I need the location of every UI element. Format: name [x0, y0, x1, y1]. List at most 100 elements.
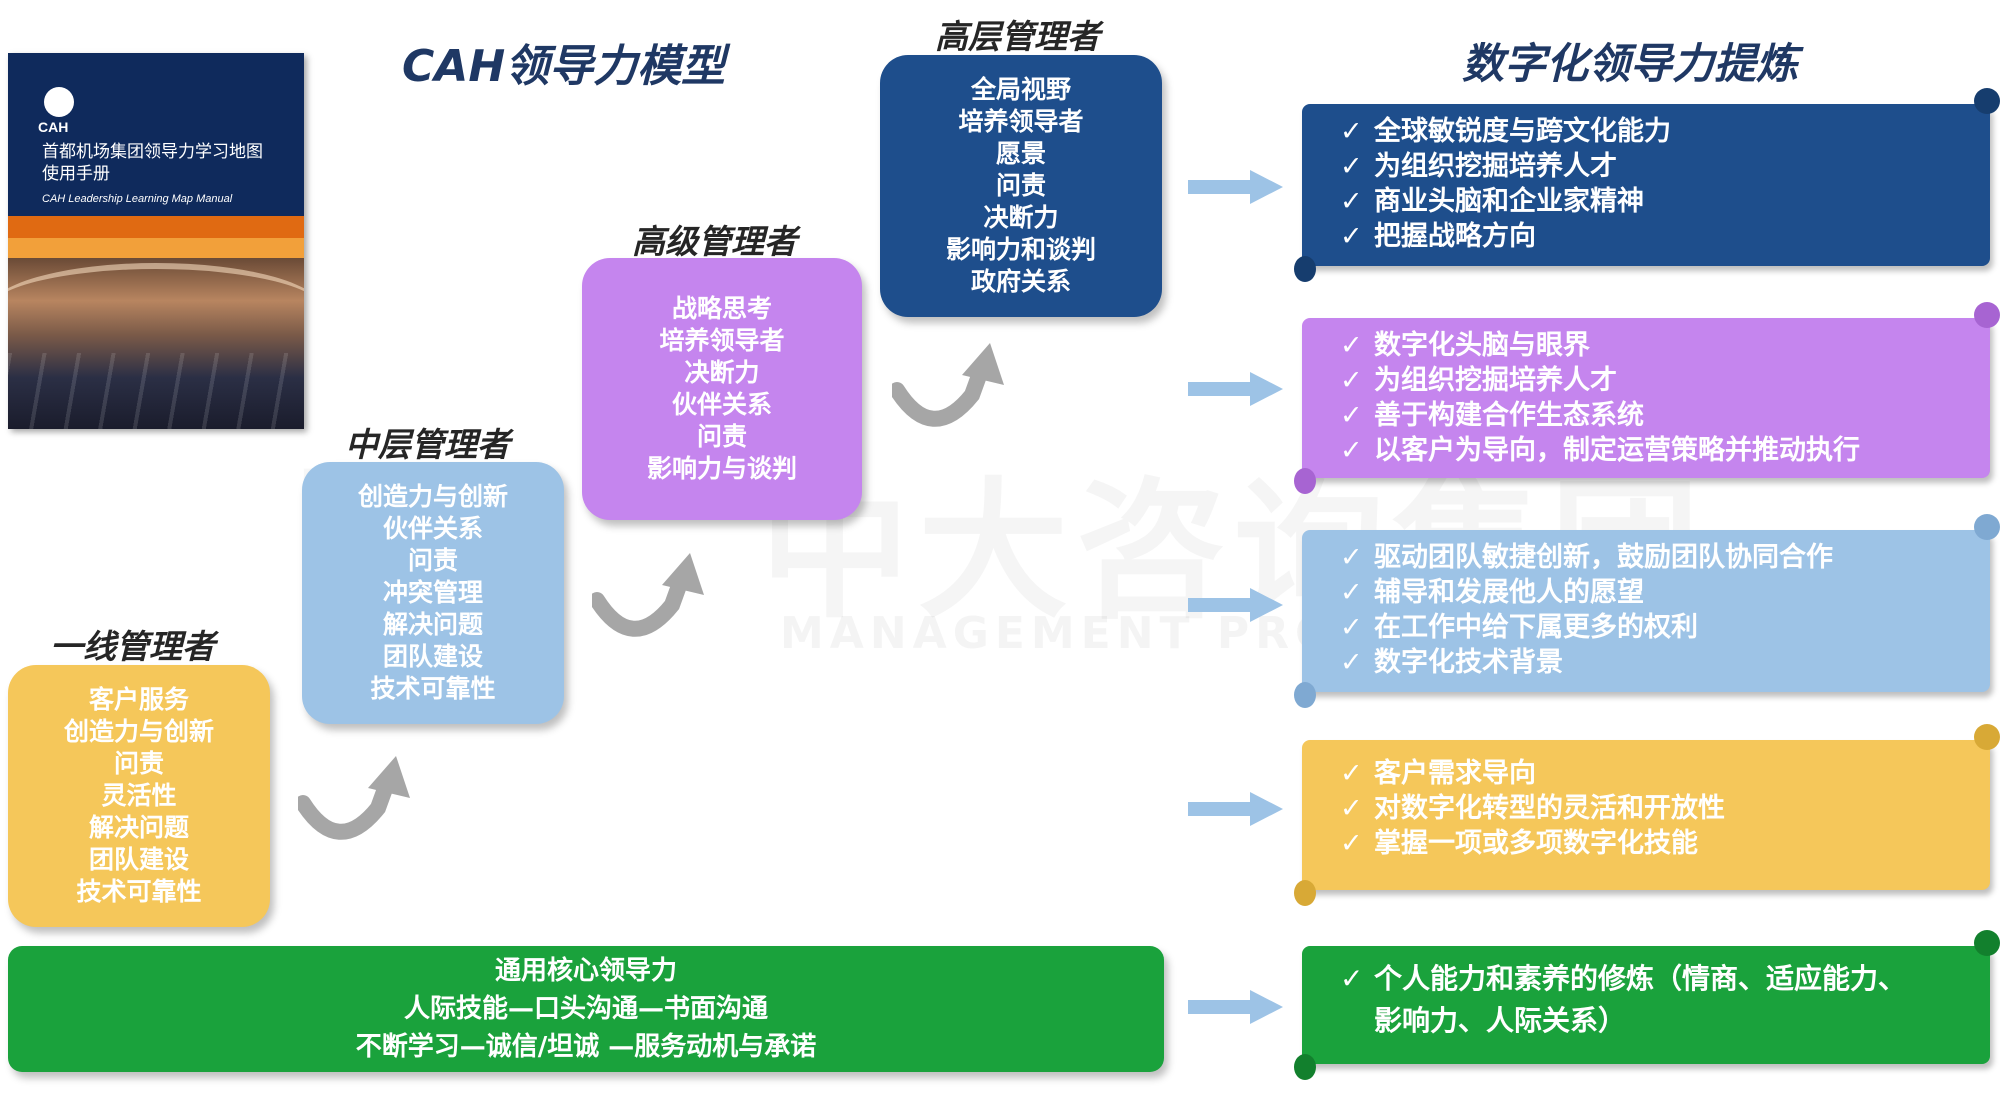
- level-label-middle: 中层管理者: [345, 425, 510, 464]
- digital-item: ✓辅导和发展他人的愿望: [1340, 577, 1644, 608]
- competency-item: 客户服务: [88, 685, 189, 714]
- competency-item: 愿景: [995, 139, 1046, 168]
- digital-item: ✓驱动团队敏捷创新，鼓励团队协同合作: [1340, 542, 1833, 573]
- competency-item: 问责: [696, 422, 747, 451]
- core-line: 通用核心领导力: [494, 956, 677, 986]
- competency-item: 灵活性: [101, 781, 177, 810]
- competency-item: 问责: [995, 171, 1046, 200]
- competency-item: 问责: [407, 546, 458, 575]
- digital-ribbon-frontline: ✓客户需求导向 ✓对数字化转型的灵活和开放性 ✓掌握一项或多项数字化技能: [1294, 724, 2000, 906]
- competency-item: 战略思考: [671, 294, 772, 323]
- level-box-frontline: 客户服务 创造力与创新 问责 灵活性 解决问题 团队建设 技术可靠性: [8, 665, 270, 927]
- digital-item: ✓在工作中给下属更多的权利: [1340, 612, 1698, 643]
- core-leadership-box: 通用核心领导力 人际技能—口头沟通—书面沟通 不断学习—诚信/坦诚 —服务动机与…: [8, 946, 1164, 1072]
- check-icon: ✓: [1340, 828, 1363, 859]
- digital-item: ✓全球敏锐度与跨文化能力: [1340, 116, 1671, 147]
- digital-item: ✓为组织挖掘培养人才: [1340, 151, 1617, 182]
- digital-ribbon-executive: ✓全球敏锐度与跨文化能力 ✓为组织挖掘培养人才 ✓商业头脑和企业家精神 ✓把握战…: [1294, 88, 2000, 282]
- check-icon: ✓: [1340, 962, 1364, 995]
- digital-ribbon-core: ✓个人能力和素养的修炼（情商、适应能力、 影响力、人际关系）: [1294, 930, 2000, 1080]
- right-arrow-icon: [1188, 792, 1283, 826]
- ribbon-curl: [1294, 468, 1316, 494]
- competency-item: 创造力与创新: [357, 482, 508, 511]
- ribbon-curl: [1974, 88, 2000, 114]
- check-icon: ✓: [1340, 612, 1363, 643]
- curved-arrow-icon: [298, 756, 410, 840]
- cover-band: [8, 238, 304, 258]
- cover-title: 首都机场集团领导力学习地图 使用手册: [42, 142, 263, 184]
- competency-item: 影响力与谈判: [646, 454, 797, 483]
- check-icon: ✓: [1340, 186, 1363, 217]
- competency-item: 伙伴关系: [382, 514, 483, 543]
- competency-item: 问责: [113, 749, 164, 778]
- cah-logo-icon: [44, 87, 74, 117]
- cover-photo-arch: [8, 263, 304, 359]
- digital-item: ✓客户需求导向: [1340, 758, 1536, 789]
- competency-item: 团队建设: [88, 845, 189, 874]
- cover-logo-text: CAH: [38, 119, 69, 135]
- ribbon-curl: [1974, 514, 2000, 540]
- cover-photo-lanes: [8, 353, 304, 429]
- curved-arrow-icon: [592, 553, 704, 637]
- digital-item: ✓为组织挖掘培养人才: [1340, 365, 1617, 396]
- check-icon: ✓: [1340, 116, 1363, 147]
- competency-item: 技术可靠性: [76, 877, 202, 906]
- manual-cover: CAH 首都机场集团领导力学习地图 使用手册 CAH Leadership Le…: [8, 53, 304, 429]
- ribbon-curl: [1974, 930, 2000, 956]
- competency-item: 决断力: [684, 358, 760, 387]
- check-icon: ✓: [1340, 365, 1363, 396]
- competency-item: 创造力与创新: [63, 717, 214, 746]
- check-icon: ✓: [1340, 330, 1363, 361]
- core-line: 不断学习—诚信/坦诚 —服务动机与承诺: [355, 1032, 817, 1062]
- level-box-executive: 全局视野 培养领导者 愿景 问责 决断力 影响力和谈判 政府关系: [880, 55, 1162, 317]
- digital-item: ✓善于构建合作生态系统: [1340, 400, 1644, 431]
- competency-item: 解决问题: [382, 610, 483, 639]
- digital-ribbon-middle: ✓驱动团队敏捷创新，鼓励团队协同合作 ✓辅导和发展他人的愿望 ✓在工作中给下属更…: [1294, 514, 2000, 708]
- ribbon-curl: [1974, 302, 2000, 328]
- check-icon: ✓: [1340, 542, 1363, 573]
- competency-item: 伙伴关系: [671, 390, 772, 419]
- cover-band: [8, 216, 304, 238]
- digital-item: ✓数字化技术背景: [1340, 647, 1563, 678]
- check-icon: ✓: [1340, 221, 1363, 252]
- right-arrow-icon: [1188, 588, 1283, 622]
- level-label-senior: 高级管理者: [632, 222, 797, 261]
- digital-item: ✓把握战略方向: [1340, 221, 1536, 252]
- competency-item: 影响力和谈判: [945, 235, 1096, 264]
- digital-item: ✓以客户为导向，制定运营策略并推动执行: [1340, 435, 1860, 466]
- heading-cah-model: CAH领导力模型: [402, 41, 726, 92]
- digital-ribbon-senior: ✓数字化头脑与眼界 ✓为组织挖掘培养人才 ✓善于构建合作生态系统 ✓以客户为导向…: [1294, 302, 2000, 494]
- cover-subtitle: CAH Leadership Learning Map Manual: [42, 193, 233, 205]
- ribbon-curl: [1294, 682, 1316, 708]
- competency-item: 解决问题: [88, 813, 189, 842]
- level-box-middle: 创造力与创新 伙伴关系 问责 冲突管理 解决问题 团队建设 技术可靠性: [302, 462, 564, 724]
- digital-item: ✓个人能力和素养的修炼（情商、适应能力、: [1340, 958, 1906, 1000]
- ribbon-curl: [1294, 256, 1316, 282]
- ribbon-curl: [1294, 880, 1316, 906]
- check-icon: ✓: [1340, 400, 1363, 431]
- competency-item: 全局视野: [970, 75, 1071, 104]
- right-arrow-icon: [1188, 372, 1283, 406]
- core-line: 人际技能—口头沟通—书面沟通: [403, 994, 768, 1024]
- digital-item: ✓数字化头脑与眼界: [1340, 330, 1590, 361]
- right-arrow-icon: [1188, 990, 1283, 1024]
- check-icon: ✓: [1340, 758, 1363, 789]
- check-icon: ✓: [1340, 151, 1363, 182]
- check-icon: ✓: [1340, 435, 1363, 466]
- competency-item: 团队建设: [382, 642, 483, 671]
- right-arrow-icon: [1188, 170, 1283, 204]
- curved-arrow-icon: [892, 343, 1004, 427]
- level-label-executive: 高层管理者: [935, 17, 1100, 56]
- competency-item: 培养领导者: [958, 107, 1084, 136]
- check-icon: ✓: [1340, 577, 1363, 608]
- level-box-senior: 战略思考 培养领导者 决断力 伙伴关系 问责 影响力与谈判: [582, 258, 862, 520]
- competency-item: 技术可靠性: [370, 674, 496, 703]
- ribbon-curl: [1974, 724, 2000, 750]
- digital-item: ✓掌握一项或多项数字化技能: [1340, 828, 1698, 859]
- digital-item: ✓商业头脑和企业家精神: [1340, 186, 1644, 217]
- digital-item: 影响力、人际关系）: [1374, 1004, 1627, 1037]
- competency-item: 决断力: [983, 203, 1059, 232]
- check-icon: ✓: [1340, 793, 1363, 824]
- ribbon-curl: [1294, 1054, 1316, 1080]
- competency-item: 冲突管理: [382, 578, 483, 607]
